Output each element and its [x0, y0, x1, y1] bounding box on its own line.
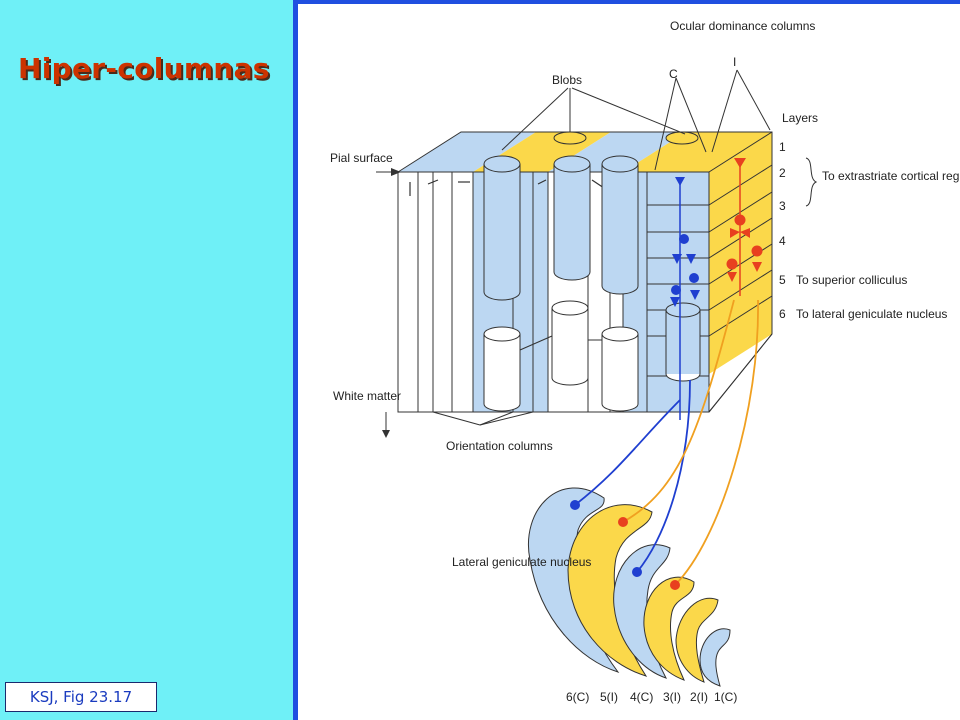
- pial-surface-label: Pial surface: [330, 151, 393, 165]
- layer-number-5: 5: [779, 273, 786, 287]
- blob-columns-upper: [483, 131, 699, 301]
- top-divider: [298, 0, 960, 4]
- lgn-layers: [528, 487, 731, 687]
- layer-number-3: 3: [779, 199, 786, 213]
- lgn-layer-2i: 2(I): [690, 690, 708, 704]
- blobs-label: Blobs: [552, 73, 582, 87]
- slide-title: Hiper-columnas: [18, 52, 270, 85]
- lgn-layer-4c: 4(C): [630, 690, 653, 704]
- ocular-dominance-label: Ocular dominance columns: [670, 19, 815, 33]
- lgn-layer-6c: 6(C): [566, 690, 589, 704]
- vertical-divider: [293, 0, 298, 720]
- layer-number-4: 4: [779, 234, 786, 248]
- layer-number-1: 1: [779, 140, 786, 154]
- projection-superior-colliculus: To superior colliculus: [796, 273, 907, 287]
- projection-extrastriate: To extrastriate cortical regions: [822, 169, 960, 183]
- lgn-cell-bodies: [570, 500, 680, 590]
- lgn-layer-1c: 1(C): [714, 690, 737, 704]
- top-blue-strip-1: [398, 132, 536, 172]
- figure-panel: Ocular dominance columns C I Blobs Layer…: [298, 4, 960, 720]
- axons: [574, 299, 759, 586]
- sidebar-panel: [0, 0, 293, 720]
- layer-number-2: 2: [779, 166, 786, 180]
- label-ipsilateral: I: [733, 55, 736, 69]
- white-matter-arrow: [382, 430, 390, 438]
- layers-label: Layers: [782, 111, 818, 125]
- hypercolumn-diagram: Ocular dominance columns C I Blobs Layer…: [330, 19, 960, 704]
- orientation-columns-label: Orientation columns: [446, 439, 553, 453]
- blob-columns-lower: [483, 300, 701, 412]
- label-contralateral: C: [669, 67, 678, 81]
- blue-neurons: [670, 177, 700, 420]
- red-neurons: [726, 158, 763, 296]
- label-connectors: [376, 69, 818, 434]
- projection-lateral-geniculate: To lateral geniculate nucleus: [796, 307, 947, 321]
- pial-surface-arrow: [391, 168, 401, 176]
- figure-citation: KSJ, Fig 23.17: [5, 682, 157, 712]
- layer-number-6: 6: [779, 307, 786, 321]
- lgn-layer-3i: 3(I): [663, 690, 681, 704]
- white-matter-label: White matter: [333, 389, 401, 403]
- lgn-layer-5i: 5(I): [600, 690, 618, 704]
- top-yellow-strip-2: [623, 132, 772, 172]
- lgn-label: Lateral geniculate nucleus: [452, 555, 591, 569]
